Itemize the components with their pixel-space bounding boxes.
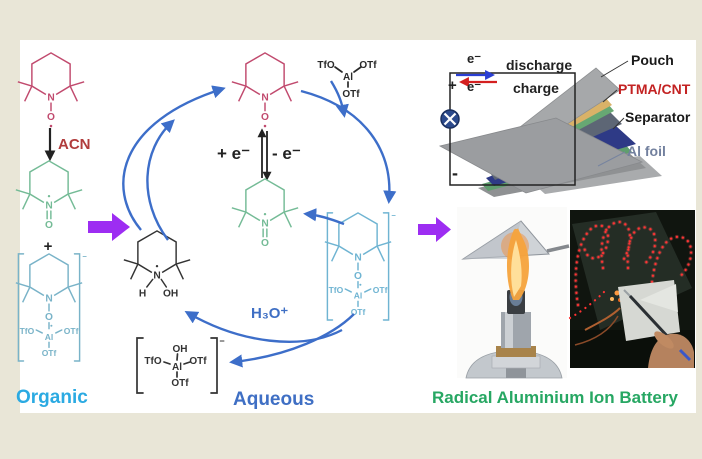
svg-text:OTf: OTf xyxy=(342,89,360,100)
svg-text:O: O xyxy=(354,271,362,282)
svg-text:N: N xyxy=(47,93,54,104)
minus-electron-label: - e⁻ xyxy=(272,144,301,163)
svg-text:O: O xyxy=(47,112,55,123)
burner-knurl xyxy=(491,355,541,369)
svg-text:TfO: TfO xyxy=(329,285,344,295)
tempo-aluminium-complex-right: N O Al TfO OTf OTf − xyxy=(324,211,396,321)
svg-text:N: N xyxy=(153,271,160,282)
oxoammonium-molecule-center: N O xyxy=(231,178,299,249)
redox-cycle-arrows xyxy=(122,80,397,368)
h3o-arrow xyxy=(184,311,343,343)
pouch-sheet-front xyxy=(438,117,644,194)
negative-terminal-label: - xyxy=(452,163,458,183)
byproduct-arrow xyxy=(229,313,355,368)
electron-equilibrium-arrows xyxy=(257,128,272,181)
hydroxy-aluminium-triflate-complex: OH TfO Al OTf OTf − xyxy=(136,336,225,394)
cone-holder-rod xyxy=(546,244,570,253)
purple-arrow-left xyxy=(88,213,130,241)
svg-text:Al: Al xyxy=(172,362,182,373)
svg-text:OTf: OTf xyxy=(171,378,189,389)
svg-text:OTf: OTf xyxy=(351,307,366,317)
separator-label: Separator xyxy=(625,109,691,125)
discharge-electron-label: e⁻ xyxy=(467,51,482,66)
organic-section-label: Organic xyxy=(16,387,88,408)
flame-test-photo xyxy=(457,207,570,379)
aluminium-triflate-arrow xyxy=(329,80,349,118)
svg-text:−: − xyxy=(82,252,87,261)
charge-electron-label: e⁻ xyxy=(467,79,482,94)
tempo-aluminium-complex-left: N O Al TfO OTf OTf − xyxy=(15,252,87,362)
svg-text:O: O xyxy=(261,238,269,249)
aqueous-section-label: Aqueous xyxy=(233,389,315,410)
svg-text:H: H xyxy=(139,288,146,299)
cycle-arrow-up-outer xyxy=(122,85,226,231)
svg-text:N: N xyxy=(45,294,52,305)
led-string-lights xyxy=(568,220,693,320)
complex-to-oxoammonium-arrow xyxy=(303,208,345,226)
svg-text:TfO: TfO xyxy=(317,60,334,71)
battery-section-label: Radical Aluminium Ion Battery xyxy=(432,388,678,407)
svg-text:−: − xyxy=(391,211,396,220)
svg-text:OTf: OTf xyxy=(359,60,377,71)
tempo-radical-molecule-left: N O xyxy=(17,52,85,128)
brass-ring xyxy=(496,346,536,357)
svg-text:Al: Al xyxy=(354,291,363,301)
svg-text:O: O xyxy=(45,220,53,231)
svg-text:OTf: OTf xyxy=(189,356,207,367)
svg-text:Al: Al xyxy=(45,332,54,342)
cycle-arrow-up-inner xyxy=(146,119,175,241)
pouch-leader-line xyxy=(600,60,629,78)
pouch-cell-schematic xyxy=(438,60,662,197)
svg-text:OTf: OTf xyxy=(373,285,388,295)
plus-electron-label: + e⁻ xyxy=(217,144,251,163)
oxoammonium-molecule-left: N O xyxy=(15,160,83,231)
ptma-cnt-label: PTMA/CNT xyxy=(618,81,691,97)
circuit-outline xyxy=(449,72,576,186)
svg-text:Al: Al xyxy=(343,72,353,83)
battery-wire xyxy=(584,307,621,331)
svg-text:N: N xyxy=(354,253,361,264)
al-foil-leader-line xyxy=(597,151,626,167)
pen-clip xyxy=(678,348,692,362)
svg-text:OH: OH xyxy=(173,344,188,355)
al-foil-label: Al foil xyxy=(627,143,666,159)
purple-arrow-right xyxy=(418,217,451,242)
pouch-label: Pouch xyxy=(631,52,674,68)
svg-text:TfO: TfO xyxy=(20,326,35,336)
svg-text:N: N xyxy=(45,201,52,212)
svg-text:O: O xyxy=(261,112,269,123)
separator-leader-line xyxy=(612,117,625,130)
svg-text:OH: OH xyxy=(163,288,178,299)
charge-label: charge xyxy=(513,80,559,96)
svg-text:−: − xyxy=(219,336,224,346)
ptma-leader-line xyxy=(602,89,618,103)
svg-text:N: N xyxy=(261,93,268,104)
svg-text:TfO: TfO xyxy=(144,356,161,367)
discharge-label: discharge xyxy=(506,57,573,73)
aluminium-triflate-molecule: TfO Al OTf OTf xyxy=(317,60,377,100)
svg-text:N: N xyxy=(261,219,268,230)
hydroxylammonium-molecule: N H OH xyxy=(123,230,191,299)
led-demo-photo xyxy=(568,210,695,368)
hydronium-label: H₃O⁺ xyxy=(251,305,289,322)
tempo-radical-molecule-center: N O xyxy=(231,52,299,128)
cycle-arrow-down-right xyxy=(300,89,397,204)
plus-sign: + xyxy=(44,238,53,255)
svg-text:OTf: OTf xyxy=(64,326,79,336)
acn-label: ACN xyxy=(58,136,91,153)
positive-terminal-label: + xyxy=(448,77,457,94)
svg-text:O: O xyxy=(45,312,53,323)
svg-text:OTf: OTf xyxy=(42,348,57,358)
